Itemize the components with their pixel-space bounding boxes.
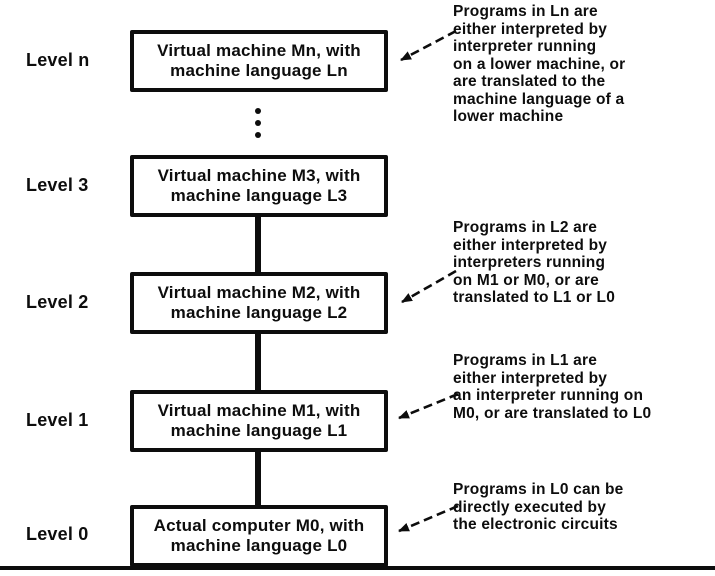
annotation-level-2: Programs in L2 are either interpreted by… — [453, 219, 616, 306]
machine-box-level-0: Actual computer M0, with machine languag… — [130, 505, 388, 567]
annotation-arrow-level-0 — [398, 504, 459, 533]
ellipsis-dot — [255, 120, 261, 126]
machine-box-level-3: Virtual machine M3, with machine languag… — [130, 155, 388, 217]
annotation-level-0: Programs in L0 can be directly executed … — [453, 481, 624, 533]
level-label-2: Level 2 — [26, 292, 89, 312]
annotation-arrow-level-1 — [398, 392, 459, 420]
ellipsis-dot — [255, 108, 261, 114]
annotation-arrow-level-n — [400, 29, 457, 62]
level-label-n: Level n — [26, 50, 90, 70]
annotation-level-n: Programs in Ln are either interpreted by… — [453, 3, 626, 125]
vertical-ellipsis — [254, 108, 262, 138]
annotation-arrow-level-2 — [401, 269, 457, 304]
annotation-level-1: Programs in L1 are either interpreted by… — [453, 352, 652, 422]
level-label-0: Level 0 — [26, 524, 89, 544]
machine-box-level-2: Virtual machine M2, with machine languag… — [130, 272, 388, 334]
level-label-3: Level 3 — [26, 175, 89, 195]
level-label-1: Level 1 — [26, 410, 89, 430]
machine-box-level-1: Virtual machine M1, with machine languag… — [130, 390, 388, 452]
bottom-rule — [0, 566, 715, 570]
ellipsis-dot — [255, 132, 261, 138]
machine-box-level-n: Virtual machine Mn, with machine languag… — [130, 30, 388, 92]
